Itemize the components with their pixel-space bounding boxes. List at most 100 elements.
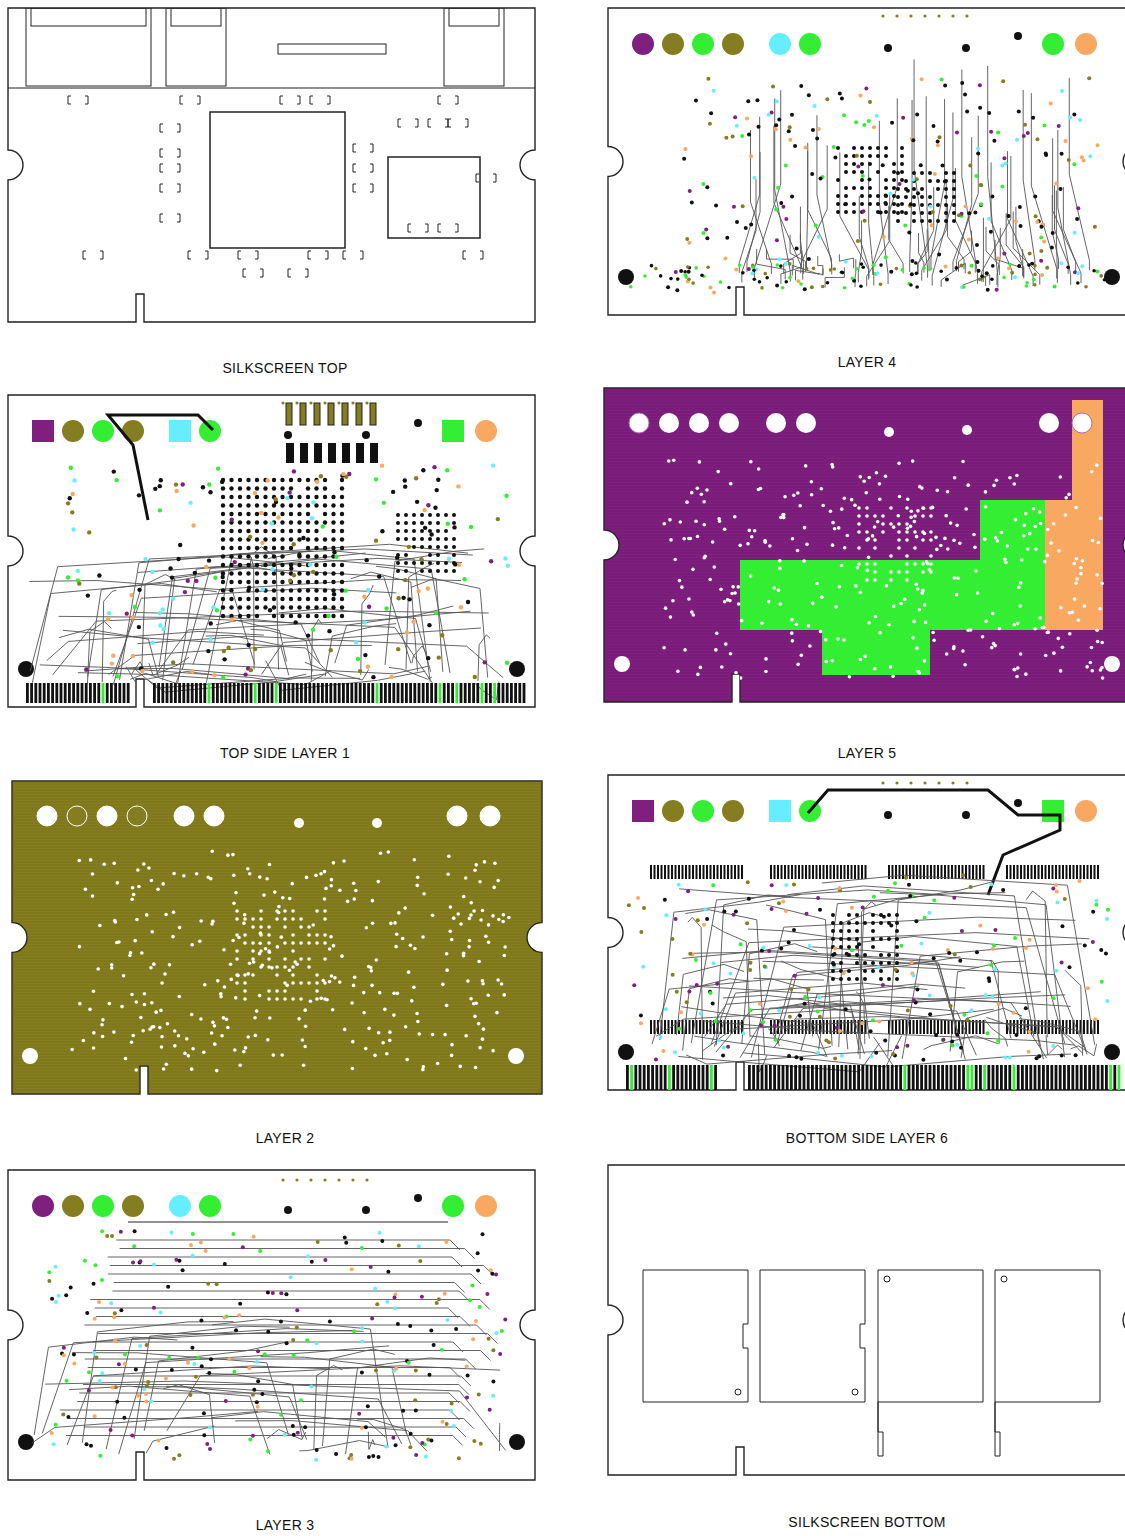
via-dot — [875, 471, 879, 475]
bga-pad — [251, 949, 255, 953]
via-dot — [415, 1012, 419, 1016]
via-dot — [1095, 628, 1099, 632]
via-dot — [222, 948, 226, 952]
via-dot — [936, 139, 940, 143]
bga-pad — [873, 514, 877, 518]
via-dot — [370, 984, 374, 988]
gold-finger — [329, 683, 332, 703]
via-dot — [994, 536, 998, 540]
via-dot — [702, 500, 706, 504]
bga-pad — [289, 546, 293, 550]
bga-pad — [280, 512, 284, 516]
bga-pad — [289, 503, 293, 507]
via-dot — [1060, 89, 1064, 93]
via-dot — [943, 179, 947, 183]
via-dot — [445, 1004, 449, 1008]
via-dot — [891, 674, 895, 678]
bga-pad — [306, 554, 310, 558]
via-dot — [1087, 76, 1091, 80]
via-dot — [975, 260, 979, 264]
via-dot — [897, 462, 901, 466]
bga-pad — [297, 597, 301, 601]
via-dot — [292, 573, 296, 577]
via-dot — [1082, 158, 1086, 162]
bga-pad — [868, 162, 872, 166]
via-dot — [432, 465, 436, 469]
copper-trace — [817, 115, 832, 274]
via-dot — [1100, 641, 1104, 645]
via-dot — [1095, 270, 1099, 274]
via-dot — [352, 882, 356, 886]
bga-pad — [238, 537, 242, 541]
via-dot — [899, 602, 903, 606]
via-dot — [914, 582, 918, 586]
bga-pad — [857, 562, 861, 566]
via-dot — [469, 901, 473, 905]
via-dot — [354, 640, 358, 644]
via-dot — [675, 288, 679, 292]
via-dot — [672, 458, 676, 462]
via-dot — [76, 569, 80, 573]
via-dot — [446, 872, 450, 876]
via-dot — [705, 236, 709, 240]
bga-pad — [246, 529, 250, 533]
via-dot — [1012, 623, 1016, 627]
via-dot — [931, 124, 935, 128]
via-dot — [765, 276, 769, 280]
bga-pad — [221, 512, 225, 516]
bga-pad — [929, 562, 933, 566]
via-dot — [117, 940, 121, 944]
via-dot — [292, 542, 296, 546]
via-dot — [731, 585, 735, 589]
via-dot — [356, 657, 360, 661]
via-dot — [452, 916, 456, 920]
via-dot — [116, 674, 120, 678]
bga-pad — [314, 588, 318, 592]
mount-hole — [614, 656, 630, 672]
bga-pad — [913, 562, 917, 566]
via-dot — [314, 873, 318, 877]
via-dot — [943, 537, 947, 541]
bga-pad — [920, 171, 924, 175]
via-dot — [363, 653, 367, 657]
via-dot — [248, 535, 252, 539]
via-dot — [934, 536, 938, 540]
via-dot — [865, 568, 869, 572]
bga-pad — [857, 506, 861, 510]
bga-pad — [255, 486, 259, 490]
via-dot — [253, 647, 257, 651]
via-dot — [381, 1041, 385, 1045]
bga-pad — [844, 154, 848, 158]
gold-finger — [489, 683, 492, 703]
gold-finger — [325, 683, 328, 703]
via-dot — [159, 1009, 163, 1013]
pcb-layer — [8, 395, 535, 707]
via-dot — [733, 115, 737, 119]
bga-pad — [844, 202, 848, 206]
via-dot — [457, 562, 461, 566]
via-dot — [258, 994, 262, 998]
via-dot — [168, 963, 172, 967]
bga-pad — [221, 554, 225, 558]
bga-pad — [272, 580, 276, 584]
bga-pad — [452, 569, 456, 573]
layer-marker — [92, 420, 114, 442]
via-dot — [388, 1030, 392, 1034]
via-dot — [183, 590, 187, 594]
bga-pad — [331, 588, 335, 592]
via-dot — [922, 507, 926, 511]
via-dot — [898, 182, 902, 186]
via-dot — [853, 503, 857, 507]
via-dot — [723, 528, 727, 532]
via-dot — [367, 604, 371, 608]
via-dot — [843, 497, 847, 501]
via-dot — [365, 926, 369, 930]
bga-pad — [331, 512, 335, 516]
via-dot — [1025, 281, 1029, 285]
capacitor-outline — [448, 119, 468, 127]
via-dot — [478, 880, 482, 884]
via-dot — [1095, 573, 1099, 577]
bga-pad — [272, 537, 276, 541]
via-dot — [78, 1002, 82, 1006]
via-dot — [225, 1017, 229, 1021]
